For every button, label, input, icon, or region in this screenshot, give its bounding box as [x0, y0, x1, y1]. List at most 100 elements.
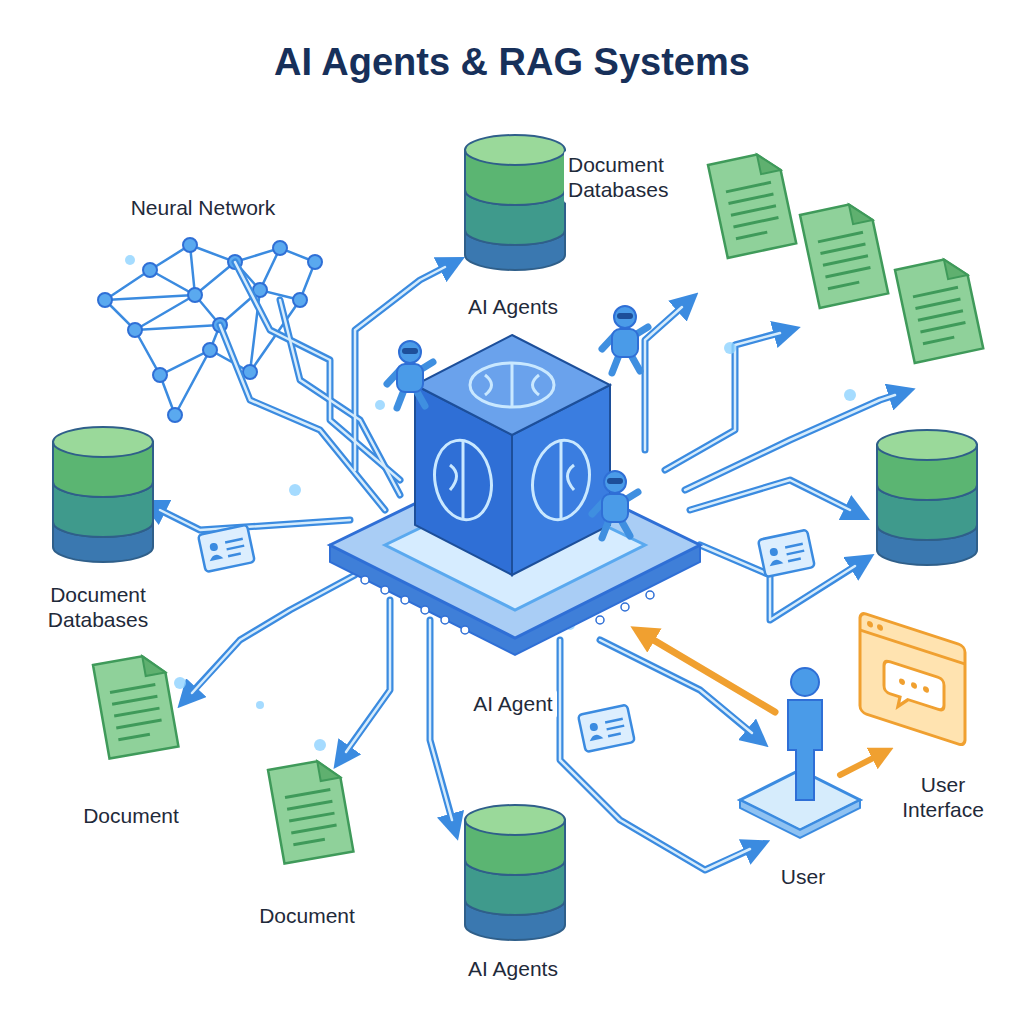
message-card: [578, 705, 635, 753]
neural-network: [105, 245, 315, 415]
data-pipe-part-part: [690, 480, 850, 510]
icon-label: Document: [255, 902, 359, 929]
data-pipe-part-part: [560, 640, 760, 870]
interface-window-part: [860, 630, 965, 664]
network-node-part: [308, 255, 322, 269]
network-node-part: [143, 263, 157, 277]
glow-dot: [125, 255, 856, 751]
data-pipe-part-part: [645, 300, 690, 450]
data-pipe-part-part: [192, 575, 355, 693]
icon-label: Document: [79, 802, 183, 829]
database-cylinder: [465, 135, 565, 270]
glow-dot-part: [724, 342, 736, 354]
processor-platform-part-part: [441, 616, 449, 624]
ai-cube-part: [428, 363, 595, 524]
processor-platform-part-part: [646, 591, 654, 599]
network-node-part: [168, 408, 182, 422]
processor-platform-part-part: [596, 616, 604, 624]
ai-cube-part-part: [470, 363, 554, 407]
network-node-part: [183, 238, 197, 252]
data-pipe-part-part: [685, 395, 895, 490]
icon-label: User Interface: [892, 771, 994, 823]
glow-dot-part: [314, 739, 326, 751]
data-pipe-part: [640, 632, 775, 712]
data-pipe-part-part: [220, 325, 385, 510]
interface-window: [860, 612, 965, 746]
icon-label: AI Agent: [469, 690, 556, 717]
interface-window-part: [923, 685, 929, 693]
agent-figure: [592, 471, 638, 538]
network-node-part: [153, 368, 167, 382]
document-icon: [800, 200, 888, 307]
interface-window-part: [884, 660, 944, 721]
data-pipe-part-part: [185, 575, 355, 700]
diagram-title: AI Agents & RAG Systems: [274, 41, 750, 84]
processor-platform-part: [361, 576, 654, 634]
glow-dot-part: [289, 484, 301, 496]
processor-platform-part-part: [421, 606, 429, 614]
interface-window-part: [867, 620, 873, 628]
message-card: [758, 530, 815, 578]
glow-dot-part: [125, 255, 135, 265]
ai-cube-part-part: [450, 442, 463, 518]
user-figure-part: [740, 800, 860, 838]
ai-cube-part-part: [485, 363, 539, 407]
interface-window-part: [911, 682, 917, 690]
document-icon: [268, 758, 353, 864]
user-figure-part: [788, 700, 822, 800]
icon-label: User: [777, 863, 829, 890]
ai-cube: [415, 335, 610, 575]
data-pipe-part-part: [560, 640, 750, 870]
network-node-part: [128, 323, 142, 337]
processor-platform-part-part: [361, 576, 369, 584]
interface-window-part: [899, 678, 905, 686]
data-pipe-part-part: [280, 300, 400, 495]
database-cylinder: [877, 430, 977, 565]
data-pipe-part-part: [150, 505, 350, 530]
processor-platform-part-part: [621, 603, 629, 611]
data-pipe-part-part: [430, 620, 455, 830]
data-pipe-part-part: [690, 480, 860, 515]
document-icon: [93, 653, 178, 759]
data-pipe: [150, 262, 905, 870]
ai-cube-part-part: [526, 436, 595, 525]
data-pipe-part-part: [220, 325, 385, 510]
processor-platform-part-part: [381, 586, 389, 594]
database-cylinder: [465, 805, 565, 940]
interface-window-part: [877, 624, 883, 632]
ai-cube-part: [415, 335, 610, 435]
database-cylinder: [53, 427, 153, 562]
ai-cube-part-part: [428, 436, 497, 525]
agent-figure: [602, 306, 648, 373]
data-pipe-part-part: [346, 600, 390, 752]
icon-label: AI Agents: [464, 293, 562, 320]
network-node-part: [273, 241, 287, 255]
message-card: [198, 525, 255, 573]
network-node-part: [188, 288, 202, 302]
data-pipe-part: [160, 262, 895, 870]
data-pipe-part-part: [160, 510, 350, 530]
processor-platform-part-part: [461, 626, 469, 634]
glow-dot-part: [844, 389, 856, 401]
glow-dot-part: [256, 701, 264, 709]
icon-label: Document Databases: [30, 581, 166, 633]
data-pipe-part: [840, 752, 885, 775]
data-pipe-part-part: [665, 333, 780, 470]
icon-label: AI Agents: [464, 955, 562, 982]
document-icon: [708, 150, 796, 257]
glow-dot-part: [174, 677, 186, 689]
icon-label: Document Databases: [564, 151, 700, 203]
data-pipe-part-part: [340, 600, 390, 760]
user-figure: [740, 668, 860, 838]
network-node-part: [243, 365, 257, 379]
interface-window-part: [860, 612, 965, 746]
document-icon: [895, 255, 983, 362]
data-pipe-part-part: [430, 620, 452, 820]
network-node-part: [293, 293, 307, 307]
network-node-part: [98, 293, 112, 307]
agent-figure: [387, 341, 433, 408]
data-pipe-part: [150, 262, 905, 870]
processor-platform-part-part: [401, 596, 409, 604]
